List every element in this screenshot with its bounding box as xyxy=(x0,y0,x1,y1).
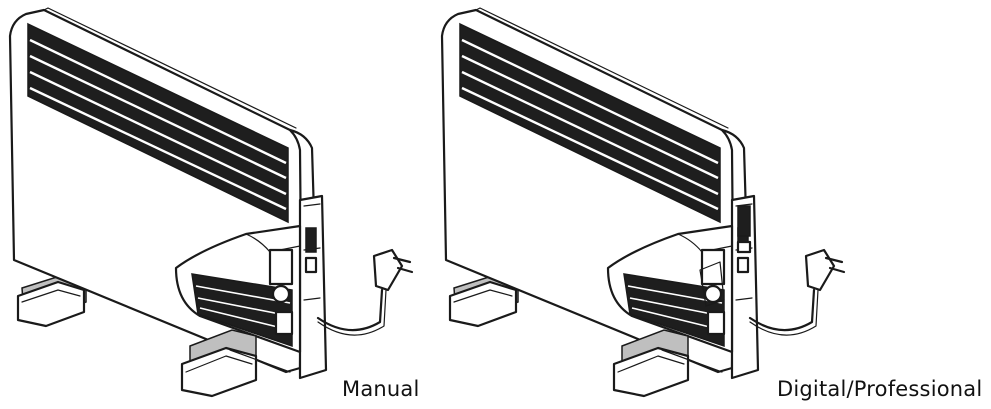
variant-label-digital-professional: Digital/Professional xyxy=(777,377,983,401)
variant-label-manual: Manual xyxy=(342,377,420,401)
heater-manual xyxy=(8,6,414,398)
heater-digital-professional xyxy=(440,6,846,398)
